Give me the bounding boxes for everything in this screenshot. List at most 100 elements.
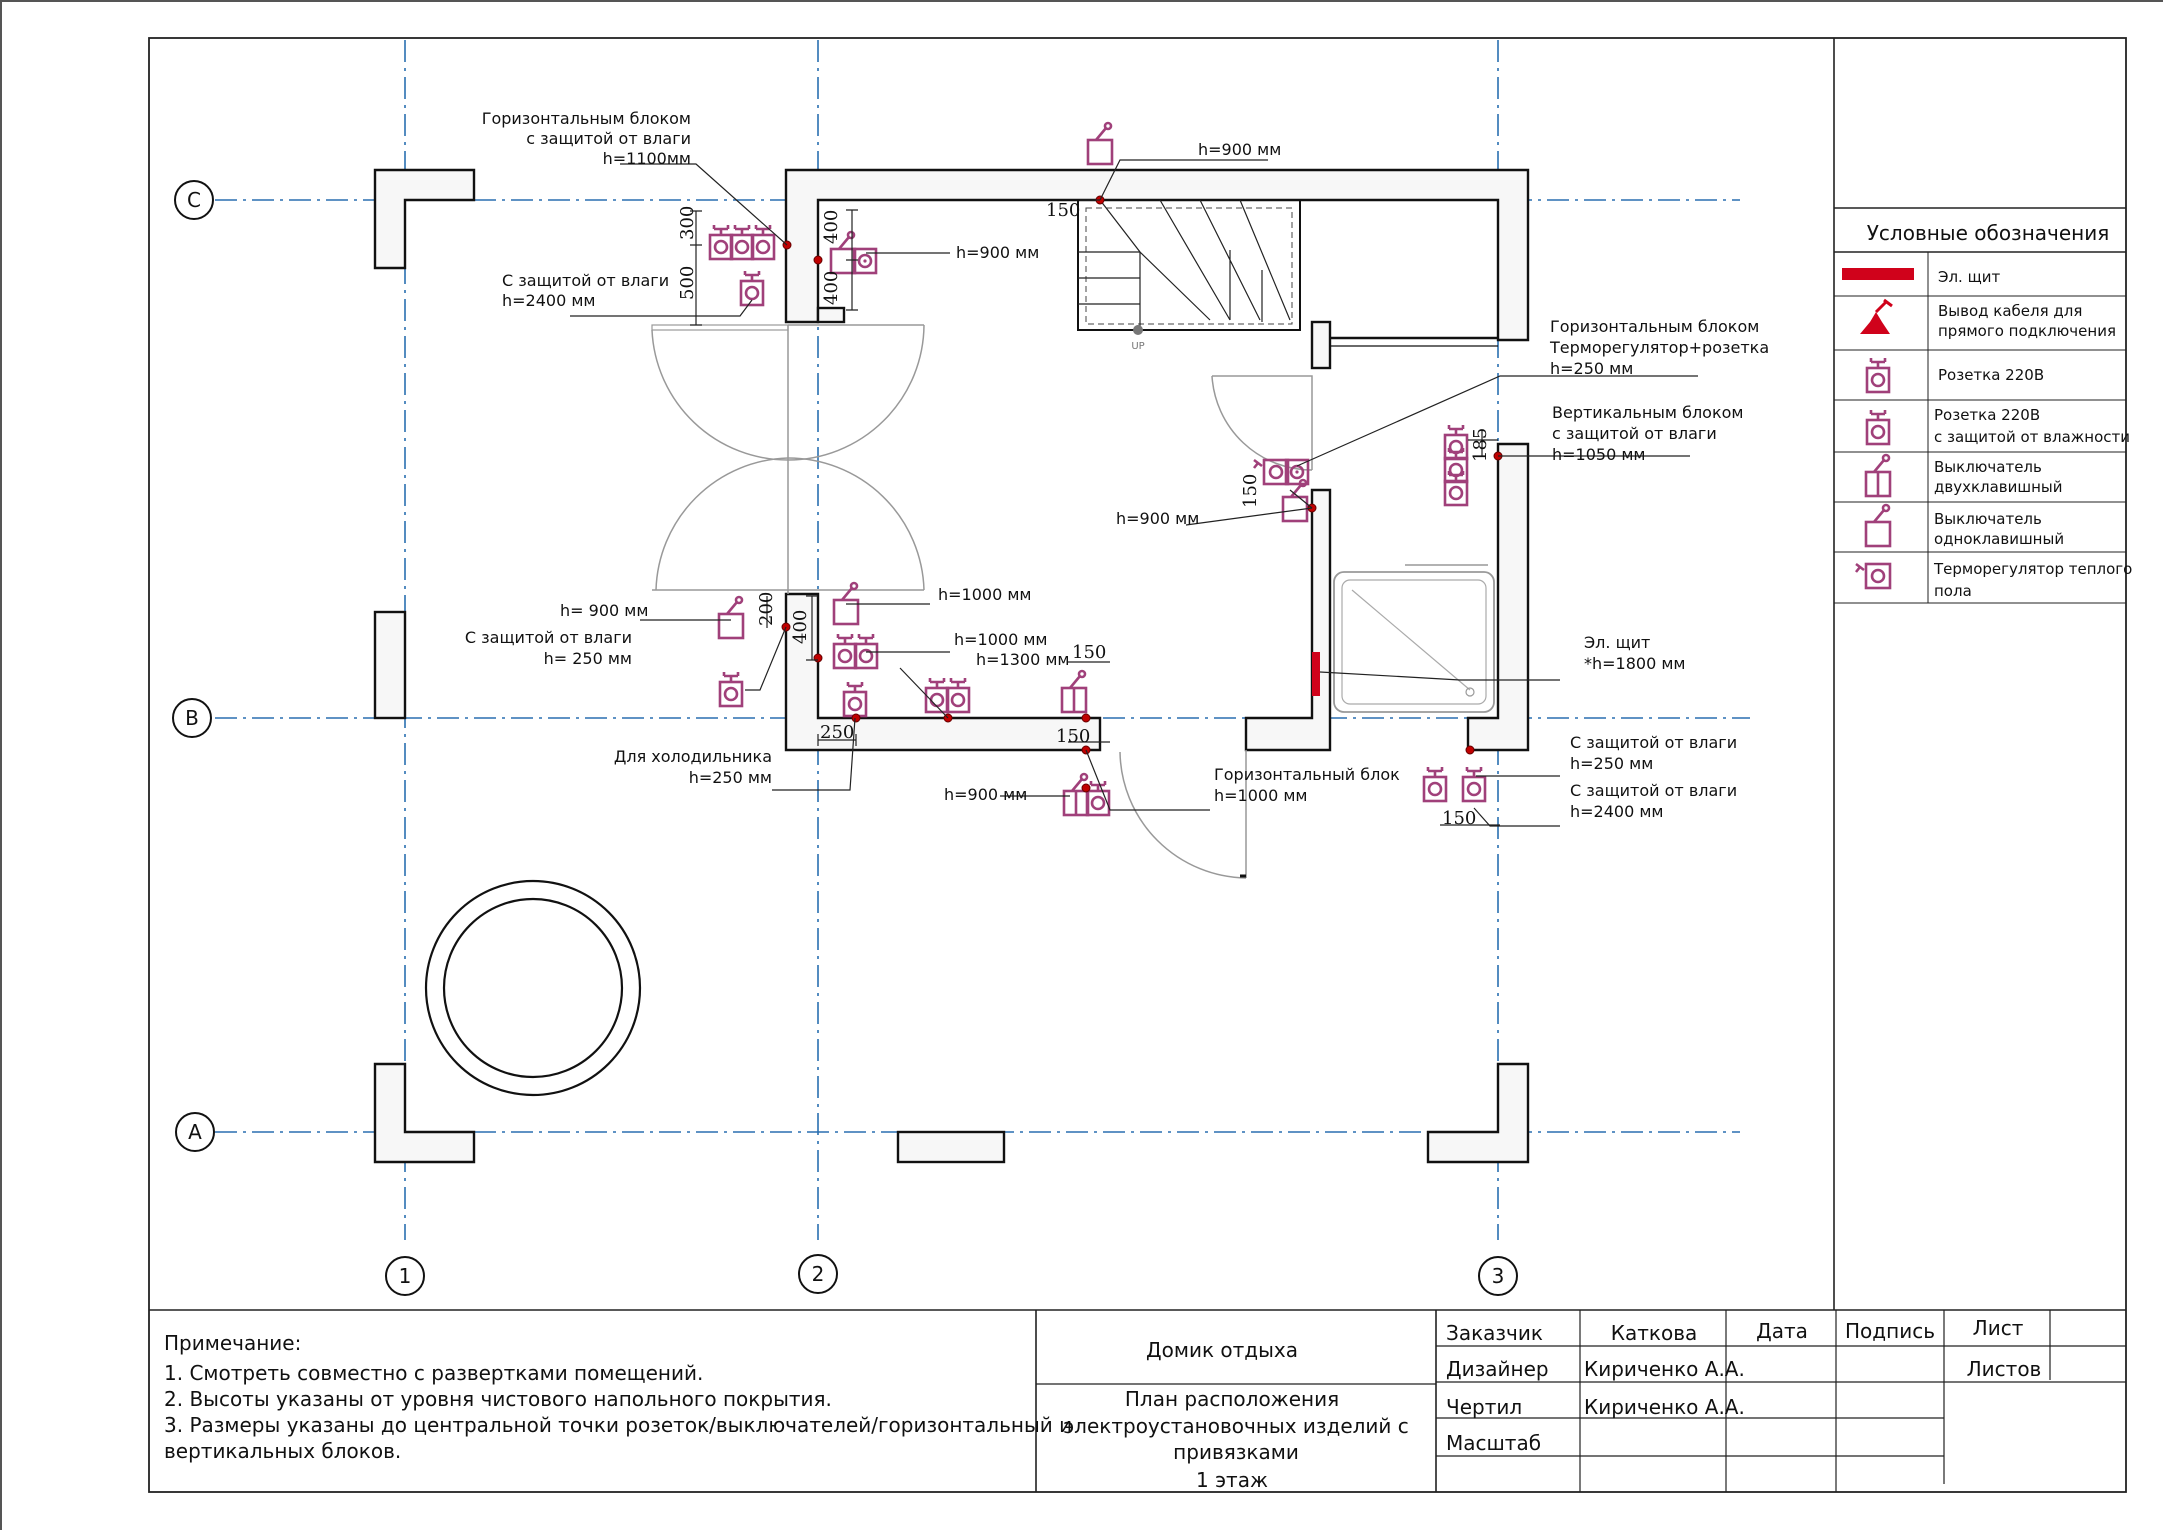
sheets-label: Листов bbox=[1967, 1357, 2042, 1381]
dim-250: 250 bbox=[820, 722, 854, 743]
dim-500: 500 bbox=[677, 266, 698, 300]
legend-title: Условные обозначения bbox=[1867, 221, 2110, 245]
dim-200: 200 bbox=[756, 592, 777, 626]
switch-single-icon bbox=[717, 595, 745, 640]
socket-waterproof-icon bbox=[832, 632, 858, 670]
axis-label-a: A bbox=[188, 1120, 202, 1144]
thermostat-icon bbox=[1854, 562, 1892, 590]
socket-waterproof-icon bbox=[1461, 765, 1487, 803]
socket-block-waterproof bbox=[708, 223, 776, 261]
dim-400-bottom: 400 bbox=[821, 271, 842, 305]
legend-label-switch2-1: Выключатель bbox=[1934, 458, 2042, 476]
project-name: Домик отдыха bbox=[1146, 1338, 1298, 1362]
legend-label-wsocket-2: с защитой от влажности bbox=[1934, 428, 2130, 446]
name-drafter: Кириченко А.А. bbox=[1584, 1395, 1745, 1419]
annotation-8: h=1000 мм bbox=[938, 585, 1032, 604]
dim-150-b2: 150 bbox=[1056, 726, 1090, 747]
axis-label-c: C bbox=[187, 188, 201, 212]
annotation-12: Эл. щит*h=1800 мм bbox=[1584, 633, 1686, 673]
socket-waterproof-icon bbox=[1443, 469, 1469, 507]
switch-single-icon bbox=[1086, 121, 1114, 166]
legend-label-cable-1: Вывод кабеля для bbox=[1938, 302, 2082, 320]
dim-300: 300 bbox=[677, 206, 698, 240]
note-line-4: вертикальных блоков. bbox=[164, 1439, 401, 1463]
role-customer: Заказчик bbox=[1446, 1321, 1543, 1345]
note-line-2: 2. Высоты указаны от уровня чистового на… bbox=[164, 1387, 832, 1411]
legend-label-switch1-2: одноклавишный bbox=[1934, 530, 2064, 548]
cable-outlet-icon bbox=[1860, 298, 1893, 334]
legend-label-thermo-2: пола bbox=[1934, 582, 1972, 600]
round-table bbox=[424, 879, 642, 1097]
panel-icon bbox=[1842, 268, 1914, 280]
axis-label-1: 1 bbox=[399, 1264, 412, 1288]
doors bbox=[651, 324, 1488, 879]
drawing-title-1: План расположения bbox=[1125, 1387, 1339, 1411]
dim-150-stair: 150 bbox=[1046, 200, 1080, 221]
annotation-9: h= 900 мм bbox=[560, 601, 648, 620]
electrical-panel bbox=[1312, 652, 1320, 696]
note-line-1: 1. Смотреть совместно с развертками поме… bbox=[164, 1361, 703, 1385]
dim-150-b3: 150 bbox=[1442, 808, 1476, 829]
annotation-7: h=900 мм bbox=[1116, 509, 1199, 528]
annotation-3: h=900 мм bbox=[956, 243, 1039, 262]
socket-waterproof-icon bbox=[1422, 765, 1448, 803]
switch-double-icon bbox=[1060, 669, 1088, 714]
socket-waterproof-icon bbox=[842, 680, 868, 718]
signature-label: Подпись bbox=[1845, 1319, 1935, 1343]
socket-waterproof-icon bbox=[739, 269, 765, 307]
annotation-4: h=900 мм bbox=[1198, 140, 1281, 159]
dim-150-bath: 150 bbox=[1240, 474, 1261, 508]
dim-150-b1: 150 bbox=[1072, 642, 1106, 663]
drawing-title-4: 1 этаж bbox=[1196, 1468, 1268, 1492]
staircase: UP bbox=[1077, 199, 1301, 352]
notes-title: Примечание: bbox=[164, 1331, 301, 1355]
legend-label-thermo-1: Терморегулятор теплого bbox=[1933, 560, 2132, 578]
socket-icon bbox=[1865, 356, 1891, 394]
role-scale: Масштаб bbox=[1446, 1431, 1541, 1455]
axis-label-3: 3 bbox=[1492, 1264, 1505, 1288]
title-block: Примечание: 1. Смотреть совместно с разв… bbox=[149, 1309, 2126, 1492]
dimension-labels: 300 500 400 400 150 150 185 200 400 250 … bbox=[677, 200, 1491, 829]
switch-double-icon bbox=[1062, 772, 1090, 817]
dim-185: 185 bbox=[1470, 428, 1491, 462]
stair-up-label: UP bbox=[1131, 341, 1144, 352]
date-label: Дата bbox=[1756, 1319, 1808, 1343]
legend: Условные обозначения Эл. щит Вывод кабел… bbox=[1834, 207, 2132, 604]
socket-waterproof-icon bbox=[718, 670, 744, 708]
role-designer: Дизайнер bbox=[1446, 1357, 1549, 1381]
dimension-lines bbox=[690, 199, 1500, 826]
role-drafter: Чертил bbox=[1446, 1395, 1522, 1419]
legend-label-switch2-2: двухклавишный bbox=[1934, 478, 2063, 496]
legend-label-switch1-1: Выключатель bbox=[1934, 510, 2042, 528]
sheet-border bbox=[148, 37, 2127, 1493]
reference-points bbox=[781, 195, 1503, 793]
sheet-label: Лист bbox=[1973, 1316, 2024, 1340]
axis-label-b: B bbox=[185, 706, 199, 730]
switch-single-icon bbox=[1864, 503, 1892, 548]
dim-400-top: 400 bbox=[821, 210, 842, 244]
legend-label-wsocket-1: Розетка 220В bbox=[1934, 406, 2040, 424]
socket-waterproof-icon bbox=[1865, 408, 1891, 446]
annotation-14: h=900 мм bbox=[944, 785, 1027, 804]
shower-tray bbox=[1333, 571, 1495, 713]
switch-double-icon bbox=[1864, 453, 1892, 498]
name-designer: Кириченко А.А. bbox=[1584, 1357, 1745, 1381]
drawing-title-3: привязками bbox=[1173, 1440, 1299, 1464]
legend-label-cable-2: прямого подключения bbox=[1938, 322, 2116, 340]
note-line-3: 3. Размеры указаны до центральной точки … bbox=[164, 1413, 1072, 1437]
socket-waterproof-icon bbox=[945, 676, 971, 714]
dim-400-kitchen: 400 bbox=[790, 610, 811, 644]
name-customer: Каткова bbox=[1611, 1321, 1697, 1345]
legend-label-panel: Эл. щит bbox=[1938, 268, 2000, 286]
